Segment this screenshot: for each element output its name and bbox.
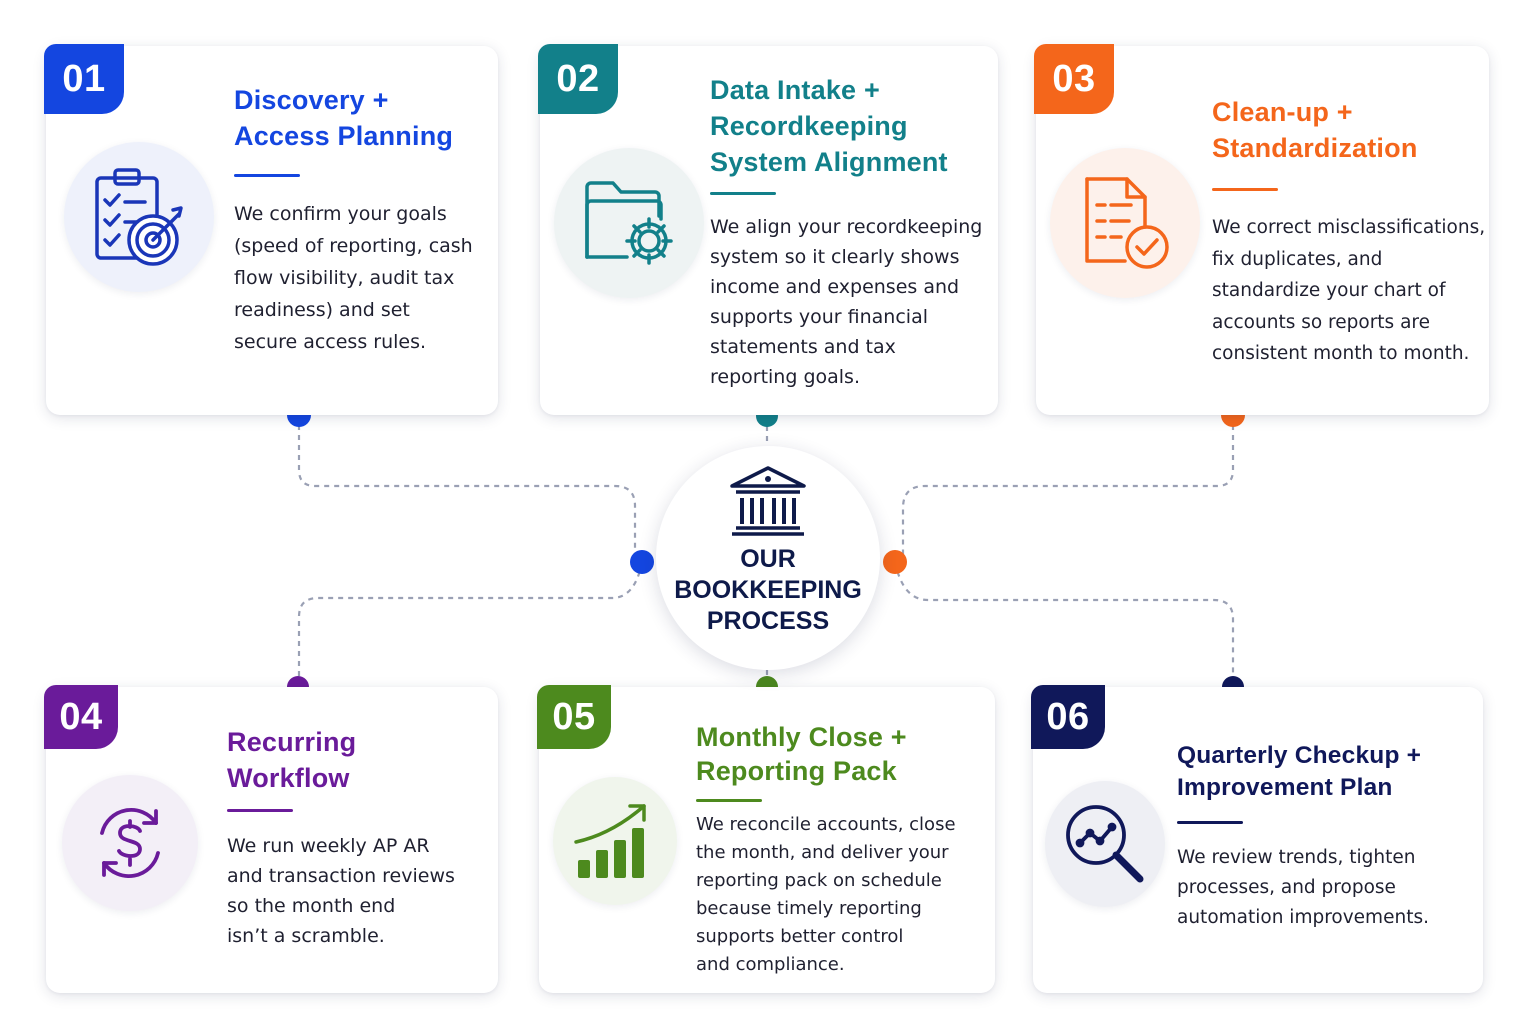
step-icon-circle <box>1045 781 1165 907</box>
title-underline <box>234 174 300 177</box>
step-description: We review trends, tighten processes, and… <box>1177 847 1429 928</box>
hub-label: OUR BOOKKEEPING PROCESS <box>674 545 862 635</box>
step-card-02: 02 Data Intake + Recordkeeping System Al… <box>538 44 998 415</box>
step-number-badge: 01 <box>44 44 124 114</box>
step-number-badge: 06 <box>1031 685 1105 749</box>
step-number-badge: 05 <box>537 685 611 749</box>
connector-step6 <box>893 561 1235 687</box>
step-title: Discovery + Access Planning <box>234 85 454 151</box>
connector-dot-hub-right <box>883 550 907 574</box>
step-title: Quarterly Checkup + Improvement Plan <box>1177 742 1422 801</box>
title-underline <box>696 799 762 802</box>
process-hub: OUR BOOKKEEPING PROCESS <box>656 446 880 670</box>
step-icon-circle <box>553 777 677 905</box>
step-title: Clean-up + Standardization <box>1212 97 1418 163</box>
title-underline <box>227 809 293 812</box>
connector-step4 <box>297 561 644 687</box>
step-description: We reconcile accounts, close the month, … <box>696 814 956 975</box>
step-icon-circle <box>64 142 214 292</box>
folder-gear-icon <box>585 181 673 265</box>
step-title: Monthly Close + Reporting Pack <box>696 722 907 786</box>
step-description: We align your recordkeeping system so it… <box>710 216 983 388</box>
step-description: We correct misclassifications, fix dupli… <box>1212 217 1486 364</box>
bank-building-icon <box>730 466 806 536</box>
clipboard-target-icon <box>95 168 183 266</box>
step-card-05: 05 Monthly Close + Reporting Pack We rec… <box>537 685 995 993</box>
connector-step3 <box>894 415 1235 564</box>
title-underline <box>1177 821 1243 824</box>
magnifier-trend-icon <box>1066 805 1144 883</box>
connector-dot-hub-left <box>630 550 654 574</box>
step-icon-circle <box>62 775 198 911</box>
title-underline <box>1212 188 1278 191</box>
step-icon-circle <box>1050 148 1200 298</box>
step-card-03: 03 Clean-up + Standardization We correct… <box>1034 44 1489 415</box>
document-check-icon <box>1085 177 1169 269</box>
step-card-01: 01 Discovery + Access Planning We confir… <box>44 44 498 415</box>
step-title: Recurring Workflow <box>227 727 357 793</box>
step-card-04: 04 Recurring Workflow We run weekly AP A… <box>44 685 498 993</box>
step-description: We confirm your goals (speed of reportin… <box>234 203 473 353</box>
title-underline <box>710 192 776 195</box>
step-number-badge: 02 <box>538 44 618 114</box>
connector-step1 <box>297 415 643 564</box>
step-card-06: 06 Quarterly Checkup + Improvement Plan … <box>1031 685 1483 993</box>
step-title: Data Intake + Recordkeeping System Align… <box>710 75 948 177</box>
step-number-badge: 03 <box>1034 44 1114 114</box>
growth-chart-icon <box>574 804 646 878</box>
step-icon-circle <box>554 148 704 298</box>
recurring-dollar-icon <box>100 808 160 878</box>
step-number-badge: 04 <box>44 685 118 749</box>
step-description: We run weekly AP AR and transaction revi… <box>227 835 455 947</box>
